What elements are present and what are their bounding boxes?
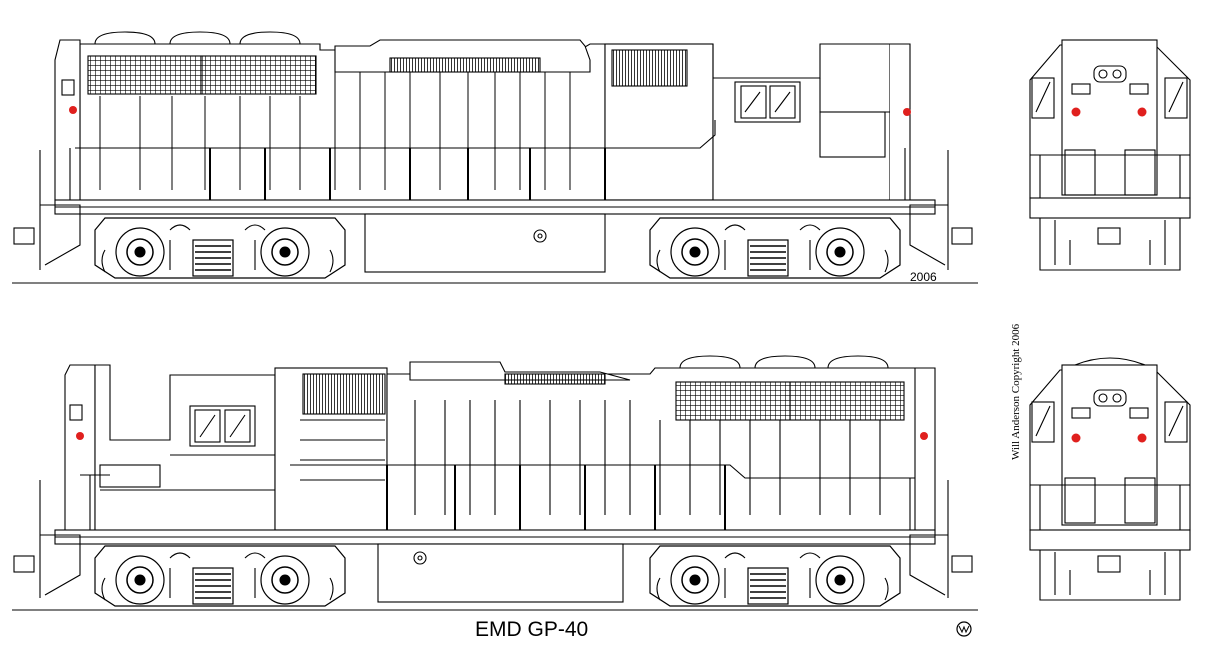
end-view-bottom — [1029, 357, 1191, 601]
side-view-top — [12, 31, 978, 284]
drawing-title: EMD GP-40 — [475, 618, 589, 641]
side-view-bottom — [12, 355, 978, 611]
copyright-text: Will Anderson Copyright 2006 — [1010, 323, 1022, 460]
artist-logo-icon — [956, 621, 972, 637]
end-view-top — [1029, 39, 1191, 271]
drawing-year: 2006 — [910, 270, 937, 284]
